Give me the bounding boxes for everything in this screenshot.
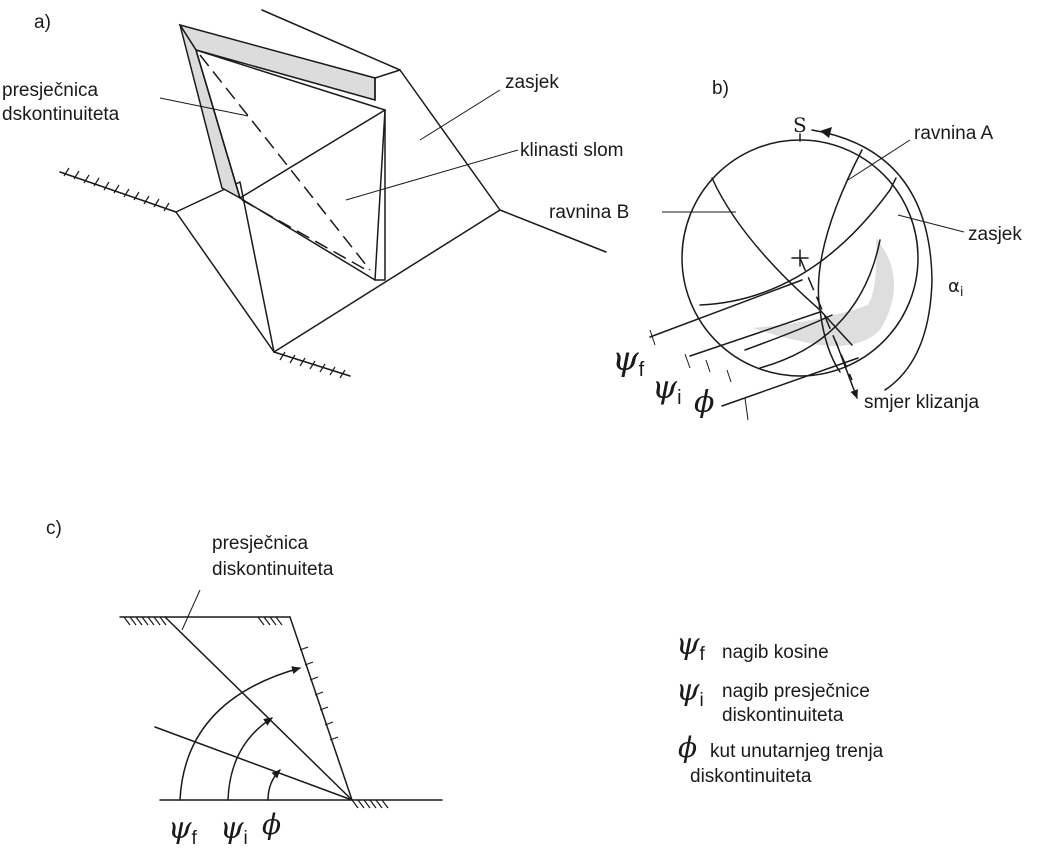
great-circle-a <box>817 149 863 373</box>
label-slide-direction: smjer klizanja <box>864 392 980 413</box>
friction-line <box>154 726 353 801</box>
phi-label-b: ϕ <box>694 385 714 420</box>
label-intersection-a-1: presječnica <box>2 80 99 101</box>
psi-f-leader <box>649 279 803 338</box>
label-intersection-c-1: presječnica <box>212 533 309 554</box>
psi-i-arc <box>227 717 273 801</box>
label-wedge: klinasti slom <box>520 140 623 161</box>
legend-phi-text-1: kut unutarnjeg trenja <box>710 741 884 762</box>
label-intersection-c-2: diskontinuiteta <box>212 559 334 580</box>
phi-arc <box>267 769 281 801</box>
leader-cut <box>419 89 501 141</box>
bench-toe <box>273 209 501 353</box>
label-alpha: αi <box>948 276 964 300</box>
slip-zone-shade <box>752 238 895 346</box>
panel-c: c) presječnica diskontinuiteta ψf ψi ϕ <box>46 518 443 849</box>
wedge-top-face <box>178 23 376 101</box>
legend: ψf nagib kosine ψi nagib presječnice dis… <box>676 627 884 787</box>
leader-cut-b <box>897 214 965 233</box>
slide-direction-arrow <box>835 341 858 399</box>
leader-plane-a <box>847 139 911 181</box>
legend-psi-i-text-2: diskontinuiteta <box>722 705 844 726</box>
great-circle-cut <box>699 177 897 306</box>
label-cut-b: zasjek <box>968 224 1022 245</box>
label-cut-a: zasjek <box>505 72 559 93</box>
cut-top-edge <box>261 9 607 253</box>
psi-i-leader <box>689 311 821 357</box>
wedge-front-right <box>374 77 386 281</box>
slope-face <box>289 616 353 801</box>
slope-hatching <box>299 646 339 741</box>
phi-label-c: ϕ <box>262 808 281 841</box>
panel-b-letter: b) <box>712 78 729 99</box>
alpha-arrow-head <box>820 127 832 138</box>
psi-f-label-b: ψf <box>612 339 645 381</box>
wedge-diagonal <box>239 109 386 199</box>
inner-arc <box>759 239 881 369</box>
crest-hatching <box>123 616 283 626</box>
intersection-line <box>164 616 353 801</box>
panel-a-letter: a) <box>34 12 51 33</box>
legend-psi-i-text-1: nagib presječnice <box>722 681 870 702</box>
label-plane-b: ravnina B <box>549 202 629 223</box>
psi-f-label-c: ψf <box>168 811 198 849</box>
intersection-dashed-2 <box>241 199 371 273</box>
leader-intersection-c <box>181 589 201 631</box>
intersection-dashed-1 <box>199 54 371 271</box>
panel-b: b) S ravnina A ravnina B zasjek <box>549 78 1022 421</box>
ground-hatching-toe <box>279 351 346 379</box>
toe-hatching <box>351 799 389 809</box>
legend-phi-symbol: ϕ <box>678 731 697 764</box>
psi-i-label-b: ψi <box>652 368 682 409</box>
leader-wedge <box>345 149 519 201</box>
great-circle-b <box>711 177 853 346</box>
panel-a: a) presječnica dskontinuiteta zasjek kli… <box>2 9 623 379</box>
alpha-arc <box>811 129 933 391</box>
cut-crest <box>374 69 401 79</box>
label-plane-a: ravnina A <box>914 123 994 144</box>
panel-c-letter: c) <box>46 518 62 539</box>
psi-f-tick <box>649 329 749 421</box>
legend-psi-f-symbol: ψf <box>676 627 706 665</box>
label-intersection-a-2: dskontinuiteta <box>2 104 120 125</box>
legend-psi-f-text: nagib kosine <box>722 642 829 663</box>
legend-psi-i-symbol: ψi <box>676 673 704 711</box>
phi-leader <box>721 357 859 407</box>
psi-f-arc <box>179 666 301 801</box>
legend-phi-text-2: diskontinuiteta <box>690 766 812 787</box>
psi-i-label-c: ψi <box>220 811 248 849</box>
ground-hatching-left <box>63 167 170 212</box>
leader-intersection <box>159 97 249 117</box>
ground-line-left <box>59 171 177 213</box>
bench-upper-left <box>175 181 275 353</box>
toe-ground <box>273 351 351 377</box>
north-label: S <box>793 113 807 137</box>
bench-lower <box>175 211 275 353</box>
